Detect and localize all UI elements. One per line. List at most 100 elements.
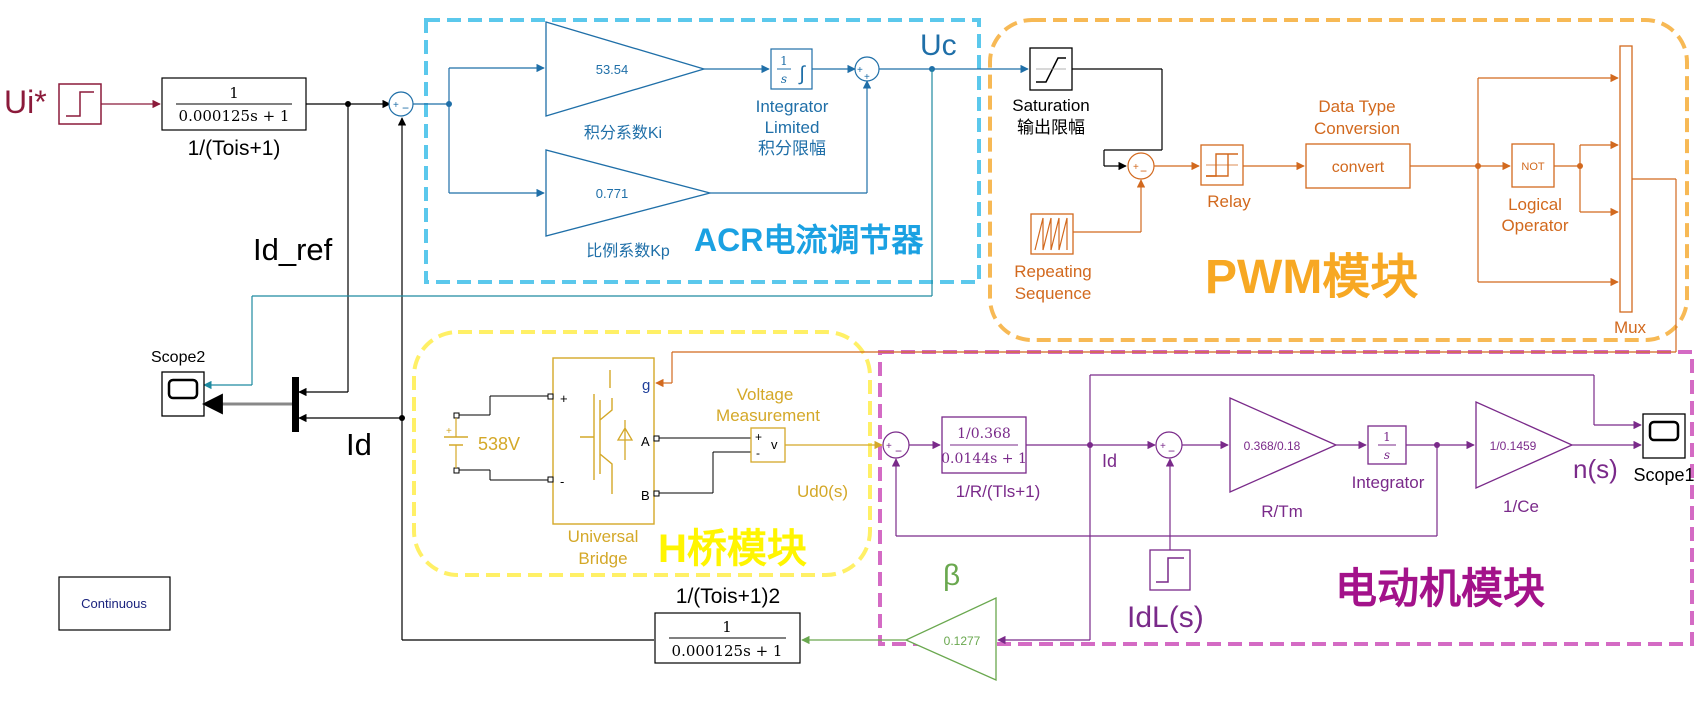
kp-value: 0.771 bbox=[596, 186, 629, 201]
relay-label: Relay bbox=[1207, 192, 1251, 211]
port-minus: - bbox=[560, 474, 564, 489]
port-g: g bbox=[642, 377, 650, 394]
int-limited-label1: Integrator bbox=[756, 97, 829, 116]
vm-label1: Voltage bbox=[737, 385, 794, 404]
motor-title: 电动机模块 bbox=[1335, 565, 1545, 612]
saturation-label1: Saturation bbox=[1012, 96, 1090, 115]
saturation-block[interactable] bbox=[1029, 47, 1073, 91]
bridge-label2: Bridge bbox=[578, 549, 627, 568]
tf2-numerator: 1 bbox=[722, 618, 732, 636]
hbridge-region-box bbox=[412, 330, 872, 577]
ki-label: 积分系数Ki bbox=[584, 124, 662, 142]
gain-ce-value: 1/0.1459 bbox=[1490, 439, 1537, 453]
powergui-block[interactable]: Continuous bbox=[58, 576, 171, 631]
motor-int-den: s bbox=[1384, 448, 1390, 462]
int-limited-den: s bbox=[781, 72, 787, 86]
sum1-block[interactable]: + − bbox=[388, 91, 414, 117]
gain-ce-block[interactable]: 1/0.1459 bbox=[1475, 400, 1574, 490]
universal-bridge-block[interactable]: + - A B bbox=[547, 357, 660, 525]
repeating-label1: Repeating bbox=[1014, 262, 1092, 281]
sum5-block[interactable]: + − bbox=[1155, 431, 1183, 459]
scope1-label: Scope1 bbox=[1633, 465, 1694, 485]
port-a: A bbox=[641, 434, 650, 449]
kp-gain-block[interactable]: 0.771 bbox=[545, 149, 713, 237]
gain-rtm-label: R/Tm bbox=[1261, 502, 1303, 521]
motor-tf-num: 1/0.368 bbox=[957, 426, 1011, 442]
tf1-block[interactable]: 1 0.000125s + 1 bbox=[161, 77, 307, 131]
svg-text:+: + bbox=[886, 441, 892, 452]
motor-integrator-block[interactable]: 1 s bbox=[1367, 425, 1407, 465]
motor-id-label: Id bbox=[1102, 451, 1117, 471]
port-b: B bbox=[641, 488, 650, 503]
gain-rtm-block[interactable]: 0.368/0.18 bbox=[1229, 397, 1338, 493]
tf2-denominator: 0.000125s + 1 bbox=[672, 642, 783, 660]
svg-text:∫: ∫ bbox=[798, 63, 806, 85]
dc-label: 538V bbox=[478, 434, 520, 454]
logical-label2: Operator bbox=[1501, 216, 1568, 235]
idl-step-block[interactable] bbox=[1149, 549, 1191, 591]
beta-gain-block[interactable]: 0.1277 bbox=[904, 596, 997, 682]
motor-int-label: Integrator bbox=[1352, 473, 1425, 492]
bridge-label1: Universal bbox=[568, 527, 639, 546]
tf1-numerator: 1 bbox=[229, 84, 239, 102]
continuous-label: Continuous bbox=[81, 596, 147, 611]
gain-rtm-value: 0.368/0.18 bbox=[1244, 439, 1301, 453]
dtc-label2: Conversion bbox=[1314, 119, 1400, 138]
svg-text:+: + bbox=[857, 65, 863, 76]
beta-label: β bbox=[943, 559, 960, 592]
motor-tf-caption: 1/R/(Tls+1) bbox=[956, 482, 1041, 501]
acr-region-box bbox=[424, 18, 981, 284]
svg-text:−: − bbox=[1168, 444, 1175, 458]
ud0-label: Ud0(s) bbox=[797, 482, 848, 501]
scope2-label: Scope2 bbox=[151, 349, 205, 366]
sum2-block[interactable]: + + bbox=[854, 56, 880, 83]
tf2-block[interactable]: 1 0.000125s + 1 bbox=[654, 612, 801, 664]
logical-label1: Logical bbox=[1508, 195, 1562, 214]
scope2-block[interactable] bbox=[161, 371, 205, 417]
integrator-limited-block[interactable]: 1 s ∫ bbox=[770, 48, 813, 90]
tf1-caption: 1/(Tois+1) bbox=[188, 137, 281, 160]
repeating-sequence-block[interactable] bbox=[1030, 213, 1074, 255]
voltage-measurement-block[interactable]: + - v bbox=[750, 427, 786, 463]
logical-not-block[interactable]: NOT bbox=[1511, 143, 1555, 188]
dc-source-block[interactable]: + bbox=[444, 412, 468, 474]
svg-text:+: + bbox=[446, 426, 452, 437]
port-plus: + bbox=[560, 391, 568, 406]
data-type-conversion-block[interactable]: convert bbox=[1305, 143, 1411, 189]
motor-tf-den: 0.0144s + 1 bbox=[941, 451, 1027, 467]
beta-value: 0.1277 bbox=[944, 634, 981, 648]
int-limited-num: 1 bbox=[780, 54, 788, 68]
svg-text:−: − bbox=[402, 101, 409, 115]
sum3-block[interactable]: + − bbox=[1127, 152, 1155, 180]
sum4-block[interactable]: + − bbox=[882, 431, 910, 459]
id-label: Id bbox=[346, 427, 372, 462]
ui-star-label: Ui* bbox=[4, 84, 47, 120]
svg-text:+: + bbox=[1133, 162, 1139, 173]
hbridge-title: H桥模块 bbox=[658, 527, 807, 571]
svg-text:+: + bbox=[1160, 441, 1166, 452]
svg-text:−: − bbox=[895, 444, 902, 458]
vm-label2: Measurement bbox=[716, 406, 820, 425]
convert-text: convert bbox=[1332, 159, 1385, 176]
saturation-label2: 输出限幅 bbox=[1017, 118, 1085, 137]
mux-pwm-block[interactable] bbox=[1619, 45, 1633, 313]
dtc-label1: Data Type bbox=[1318, 97, 1395, 116]
ns-label: n(s) bbox=[1573, 454, 1618, 484]
acr-title: ACR电流调节器 bbox=[694, 222, 924, 258]
relay-block[interactable] bbox=[1200, 144, 1244, 186]
svg-text:-: - bbox=[756, 446, 760, 460]
svg-text:−: − bbox=[1140, 164, 1147, 178]
int-limited-label3: 积分限幅 bbox=[758, 139, 826, 158]
step-input-block[interactable] bbox=[58, 83, 102, 125]
tf2-caption: 1/(Tois+1)2 bbox=[676, 585, 780, 608]
pwm-region-box bbox=[988, 18, 1689, 342]
scope1-block[interactable] bbox=[1642, 413, 1686, 459]
vm-v: v bbox=[771, 437, 778, 452]
kp-label: 比例系数Kp bbox=[586, 242, 670, 260]
motor-tf-block[interactable]: 1/0.368 0.0144s + 1 bbox=[941, 416, 1027, 474]
ki-gain-block[interactable]: 53.54 bbox=[545, 21, 707, 117]
mux-scope2-block[interactable] bbox=[292, 377, 299, 432]
mux-label: Mux bbox=[1614, 318, 1647, 337]
